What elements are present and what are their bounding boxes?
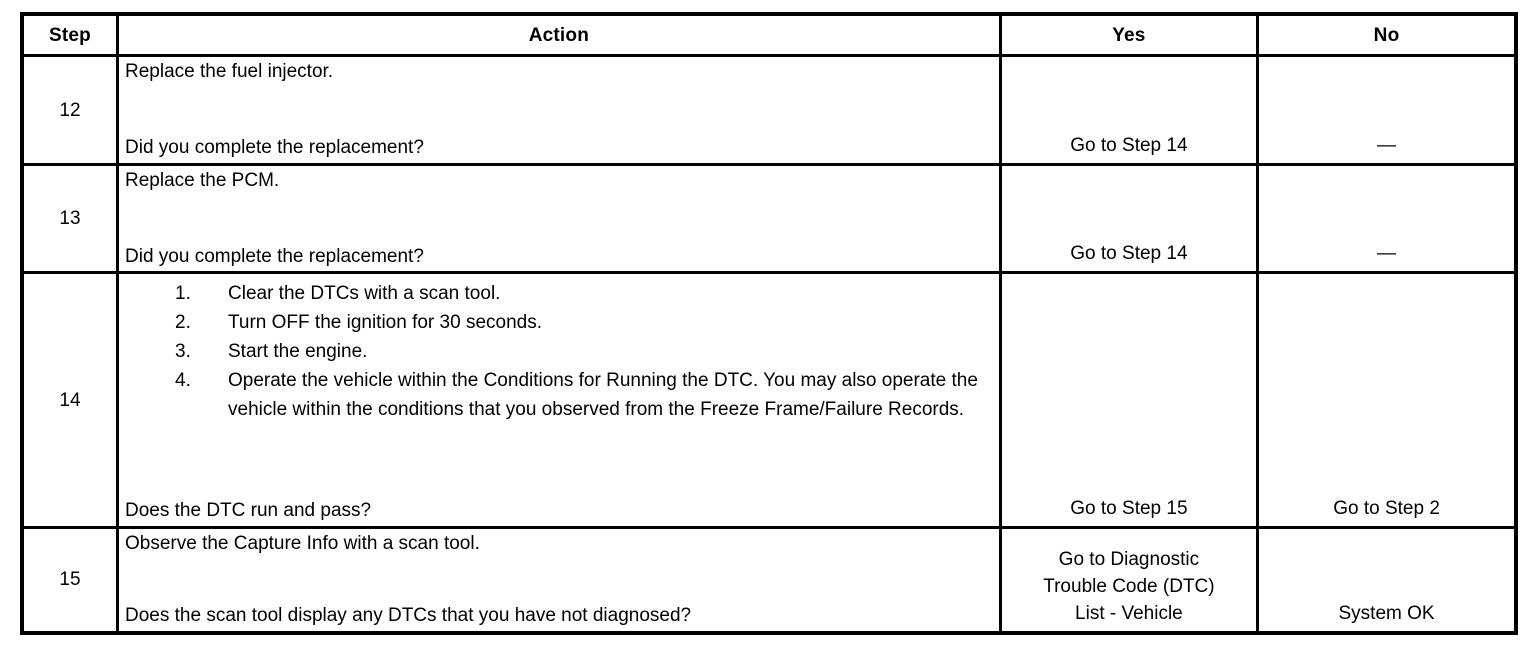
table-body: 12 Replace the fuel injector. Did you co…: [20, 54, 1518, 634]
list-item-text: Turn OFF the ignition for 30 seconds.: [228, 312, 543, 333]
yes-outcome-cell: Go to Step 15: [998, 271, 1260, 529]
yes-outcome-line: Go to Step 15: [1070, 498, 1188, 519]
action-lead-text: Replace the fuel injector.: [125, 61, 334, 82]
table-header: Step Action Yes No: [20, 12, 1518, 57]
no-outcome-cell: Go to Step 2: [1256, 271, 1518, 529]
no-outcome-line: —: [1377, 243, 1397, 264]
step-number: 12: [20, 54, 119, 166]
no-outcome-line: System OK: [1338, 602, 1435, 624]
action-cell: Replace the fuel injector. Did you compl…: [116, 54, 1002, 166]
list-item: 2. Turn OFF the ignition for 30 seconds.: [125, 308, 999, 337]
action-question-text: Does the scan tool display any DTCs that…: [125, 605, 692, 627]
yes-outcome-line: Trouble Code (DTC): [1043, 575, 1215, 597]
action-cell: Observe the Capture Info with a scan too…: [116, 526, 1002, 634]
yes-outcome-line: Go to Step 14: [1070, 243, 1188, 264]
no-outcome-cell: System OK: [1256, 526, 1518, 634]
no-outcome-cell: —: [1256, 163, 1518, 274]
yes-outcome-cell: Go to Step 14: [998, 54, 1260, 166]
list-item: 4. Operate the vehicle within the Condit…: [125, 366, 999, 424]
yes-outcome-line: List - Vehicle: [1075, 602, 1183, 624]
action-question-text: Did you complete the replacement?: [125, 137, 424, 159]
procedure-list: 1. Clear the DTCs with a scan tool. 2. T…: [125, 279, 999, 424]
list-item: 3. Start the engine.: [125, 337, 999, 366]
action-lead-text: Observe the Capture Info with a scan too…: [125, 533, 480, 554]
step-number: 13: [20, 163, 119, 274]
table-row: 12 Replace the fuel injector. Did you co…: [20, 54, 1518, 166]
column-header-step: Step: [20, 12, 119, 57]
no-outcome-line: —: [1377, 135, 1397, 156]
table-row: 15 Observe the Capture Info with a scan …: [20, 526, 1518, 634]
column-header-no: No: [1256, 12, 1518, 57]
step-number: 15: [20, 526, 119, 634]
column-header-yes: Yes: [998, 12, 1260, 57]
diagnostic-table: Step Action Yes No 12 Replace the fuel i…: [20, 12, 1518, 635]
no-outcome-line: Go to Step 2: [1333, 498, 1440, 519]
no-outcome-cell: —: [1256, 54, 1518, 166]
list-item-text: Clear the DTCs with a scan tool.: [228, 283, 501, 304]
action-question-text: Does the DTC run and pass?: [125, 500, 372, 522]
list-item-marker: 4.: [175, 370, 191, 391]
action-lead-text: Replace the PCM.: [125, 170, 280, 191]
yes-outcome-cell: Go to Diagnostic Trouble Code (DTC) List…: [998, 526, 1260, 634]
yes-outcome-line: Go to Diagnostic: [1058, 548, 1200, 570]
list-item-text: Operate the vehicle within the Condition…: [228, 370, 978, 420]
header-row: Step Action Yes No: [20, 12, 1518, 57]
step-number: 14: [20, 271, 119, 529]
yes-outcome-line: Go to Step 14: [1070, 135, 1188, 156]
list-item-marker: 3.: [175, 341, 191, 362]
list-item-text: Start the engine.: [228, 341, 368, 362]
list-item: 1. Clear the DTCs with a scan tool.: [125, 279, 999, 308]
table-row: 14 1. Clear the DTCs with a scan tool. 2…: [20, 271, 1518, 529]
action-question-text: Did you complete the replacement?: [125, 246, 424, 268]
yes-outcome-cell: Go to Step 14: [998, 163, 1260, 274]
action-cell: Replace the PCM. Did you complete the re…: [116, 163, 1002, 274]
list-item-marker: 1.: [175, 283, 191, 304]
list-item-marker: 2.: [175, 312, 191, 333]
column-header-action: Action: [116, 12, 1002, 57]
table-row: 13 Replace the PCM. Did you complete the…: [20, 163, 1518, 274]
action-cell: 1. Clear the DTCs with a scan tool. 2. T…: [116, 271, 1002, 529]
